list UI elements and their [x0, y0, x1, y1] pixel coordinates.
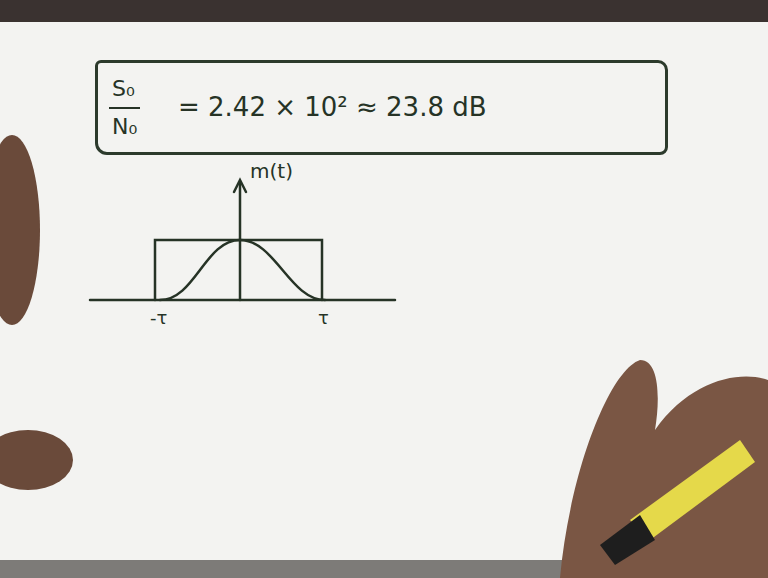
fraction-bar	[109, 107, 140, 109]
dark-edge	[0, 0, 768, 22]
equation-value: = 2.42 × 10² ≈ 23.8 dB	[178, 93, 487, 122]
marker	[630, 440, 755, 540]
hand	[0, 430, 73, 490]
raised-cosine-pulse	[160, 240, 325, 300]
axis-arrow	[234, 180, 246, 192]
tick-label: -τ	[150, 308, 167, 328]
axis-label: m(t)	[250, 160, 293, 182]
hand	[0, 135, 40, 325]
marker-cap	[600, 515, 655, 565]
tick-label: τ	[318, 308, 329, 328]
fraction-term: S₀	[112, 77, 135, 101]
hand	[560, 360, 768, 578]
time-axis	[90, 299, 395, 302]
fraction-term: N₀	[112, 115, 137, 139]
equation-box: S₀ N₀ = 2.42 × 10² ≈ 23.8 dB	[95, 60, 668, 155]
